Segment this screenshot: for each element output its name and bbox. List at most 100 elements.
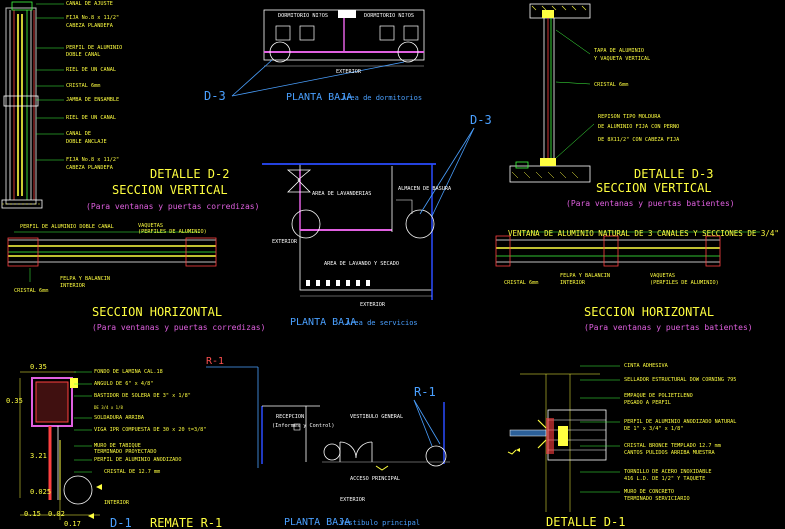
hl-label-4: INTERIOR bbox=[60, 283, 86, 289]
remate-label-2: BASTIDOR DE SOLERA DE 3" x 1/8" bbox=[94, 393, 191, 399]
d2-label-5: RIEL DE UN CANAL bbox=[66, 67, 116, 73]
d3-title: DETALLE D-3 bbox=[634, 167, 713, 181]
remate-dim-3: 0.025 bbox=[30, 488, 51, 496]
d2-note: (Para ventanas y puertas corredizas) bbox=[86, 202, 259, 211]
pb-label-1: (Informes y Control) bbox=[272, 423, 334, 429]
pc-subtitle: Area de servicios bbox=[346, 319, 418, 327]
pb-subtitle: Vestibulo principal bbox=[340, 519, 420, 527]
pt-exterior: EXTERIOR bbox=[336, 69, 362, 75]
remate-label-4: SOLDADURA ARRIBA bbox=[94, 415, 145, 421]
pc-marker: D-3 bbox=[470, 113, 492, 127]
pc-label-4: EXTERIOR bbox=[360, 302, 386, 308]
d3-label-3: REPISON TIPO MOLDURA bbox=[598, 114, 661, 120]
d3-label-0: TAPA DE ALUMINIO bbox=[594, 48, 644, 54]
hr-title: SECCION HORIZONTAL bbox=[584, 305, 714, 319]
hl-note: (Para ventanas y puertas corredizas) bbox=[92, 323, 265, 332]
remate-dim-0: 0.35 bbox=[30, 363, 47, 371]
hr-label-2: VAQUETAS bbox=[650, 273, 675, 279]
hr-note: (Para ventanas y puertas batientes) bbox=[584, 323, 753, 332]
remate-dim-5: 0.02 bbox=[48, 510, 65, 518]
pc-title: PLANTA BAJA bbox=[290, 317, 356, 328]
pb-marker-top: R-1 bbox=[206, 356, 224, 367]
pb-label-2: VESTIBULO GENERAL bbox=[350, 414, 403, 420]
d2-label-8: RIEL DE UN CANAL bbox=[66, 115, 116, 121]
pt-room-0: DORMITORIO NI?OS bbox=[278, 13, 328, 19]
hl-label-5: CRISTAL 6mm bbox=[14, 288, 48, 294]
detail-d1-drawing bbox=[507, 365, 620, 512]
horiz-left-drawing bbox=[7, 231, 217, 282]
remate-label-6: MURO DE TABIQUE bbox=[94, 443, 141, 449]
remate-label-3: DE 3/4 x 1/8 bbox=[94, 405, 123, 410]
hl-label-0: PERFIL DE ALUMINIO DOBLE CANAL bbox=[20, 224, 114, 230]
hl-label-2: (PERFILES DE ALUMINIO) bbox=[138, 229, 207, 235]
d1-label-10: MURO DE CONCRETO bbox=[624, 489, 674, 495]
pt-title: PLANTA BAJA bbox=[286, 92, 352, 103]
pt-room-1: DORMITORIO NI?OS bbox=[364, 13, 414, 19]
horiz-right-drawing bbox=[495, 231, 760, 267]
hl-title: SECCION HORIZONTAL bbox=[92, 305, 222, 319]
d1-label-8: TORNILLO DE ACERO INOXIDABLE bbox=[624, 469, 711, 475]
d1-label-11: TERMINADO SERVICIARIO bbox=[624, 496, 690, 502]
remate-label-7: TERMINADO PROYECTADO bbox=[94, 449, 156, 455]
d3-label-5: DE 8X11/2" CON CABEZA FIJA bbox=[598, 137, 680, 143]
d2-subtitle: SECCION VERTICAL bbox=[112, 183, 228, 197]
d1-label-1: SELLADOR ESTRUCTURAL DOW CORNING 795 bbox=[624, 377, 736, 383]
d1-label-4: PERFIL DE ALUMINIO ANODIZADO NATURAL bbox=[624, 419, 736, 425]
remate-drawing bbox=[19, 371, 102, 520]
d1-label-3: PEGADO A PERFIL bbox=[624, 400, 671, 406]
d2-label-12: CABEZA PLANDEFA bbox=[66, 165, 114, 171]
d1-label-0: CINTA ADHESIVA bbox=[624, 363, 669, 369]
plan-top-drawing bbox=[231, 9, 425, 97]
d2-label-10: DOBLE ANCLAJE bbox=[66, 139, 107, 145]
pb-label-4: EXTERIOR bbox=[340, 497, 366, 503]
d2-label-0: CANAL DE AJUSTE bbox=[66, 1, 113, 7]
d1-label-9: 416 L.D. DE 1/2" Y TAQUETE bbox=[624, 476, 705, 482]
hr-label-3: (PERFILES DE ALUMINIO) bbox=[650, 280, 719, 286]
remate-dim-4: 0.15 bbox=[24, 510, 41, 518]
d1-label-7: CANTOS PULIDOS ARRIBA MUESTRA bbox=[624, 450, 715, 456]
pc-label-1: ALMACEN DE BASURA bbox=[398, 186, 452, 192]
d1-label-6: CRISTAL BRONCE TEMPLADO 12.7 mm bbox=[624, 443, 721, 449]
remate-label-10: INTERIOR bbox=[104, 500, 130, 506]
pc-label-3: AREA DE LAVANDO Y SECADO bbox=[324, 261, 399, 267]
pt-marker: D-3 bbox=[204, 89, 226, 103]
hr-label-1: INTERIOR bbox=[560, 280, 586, 286]
d2-label-11: FIJA No.8 x 11/2" bbox=[66, 157, 119, 163]
remate-dim-1: 0.35 bbox=[6, 397, 23, 405]
d3-note: (Para ventanas y puertas batientes) bbox=[566, 199, 735, 208]
d2-label-9: CANAL DE bbox=[66, 131, 91, 137]
d2-label-7: JAMBA DE ENSAMBLE bbox=[66, 97, 119, 103]
d2-label-6: CRISTAL 6mm bbox=[66, 83, 100, 89]
remate-label-9: CRISTAL DE 12.7 mm bbox=[104, 469, 160, 475]
d3-label-2: CRISTAL 6mm bbox=[594, 82, 628, 88]
plan-center-drawing bbox=[262, 127, 475, 300]
pc-label-0: AREA DE LAVANDERIAS bbox=[312, 191, 371, 197]
d2-title: DETALLE D-2 bbox=[150, 167, 229, 181]
d2-label-1: FIJA No.8 x 11/2" bbox=[66, 15, 119, 21]
d3-subtitle: SECCION VERTICAL bbox=[596, 181, 712, 195]
d3-label-4: DE ALUMINIO FIJA CON PERNO bbox=[598, 124, 679, 130]
pb-marker-right: R-1 bbox=[414, 385, 436, 399]
detail-d2-drawing: CANAL DE AJUSTE FIJA No.8 x 11/2" CABEZA… bbox=[1, 1, 122, 209]
pb-label-0: RECEPCION bbox=[276, 414, 304, 420]
hr-label-0: FELPA Y BALANCIN bbox=[560, 273, 610, 279]
pc-label-2: EXTERIOR bbox=[272, 239, 298, 245]
remate-title: REMATE R-1 bbox=[150, 516, 222, 529]
remate-label-0: FONDO DE LAMINA CAL.18 bbox=[94, 369, 163, 375]
remate-label-5: VIGA IPR COMPUESTA DE 30 x 20 t=3/8" bbox=[94, 427, 206, 433]
hl-label-1: VAQUETAS bbox=[138, 223, 163, 229]
d1-label-5: DE 1" x 3/4" x 1/8" bbox=[624, 426, 683, 432]
remate-dim-6: 0.17 bbox=[64, 520, 81, 528]
hr-label-4: CRISTAL 6mm bbox=[504, 280, 538, 286]
remate-label-1: ANGULO DE 6" x 4/8" bbox=[94, 381, 153, 387]
d2-label-4: DOBLE CANAL bbox=[66, 52, 100, 58]
d1-title: DETALLE D-1 bbox=[546, 515, 625, 529]
remate-marker: D-1 bbox=[110, 516, 132, 529]
pt-subtitle: Area de dormitorios bbox=[342, 94, 422, 102]
hr-header: VENTANA DE ALUMINIO NATURAL DE 3 CANALES… bbox=[508, 229, 779, 238]
d3-label-1: Y VAQUETA VERTICAL bbox=[594, 56, 650, 62]
d1-label-2: EMPAQUE DE POLIETILENO bbox=[624, 393, 693, 399]
d2-label-3: PERFIL DE ALUMINIO bbox=[66, 45, 122, 51]
remate-label-8: PERFIL DE ALUMINIO ANODIZADO bbox=[94, 457, 181, 463]
pb-label-3: ACCESO PRINCIPAL bbox=[350, 476, 400, 482]
